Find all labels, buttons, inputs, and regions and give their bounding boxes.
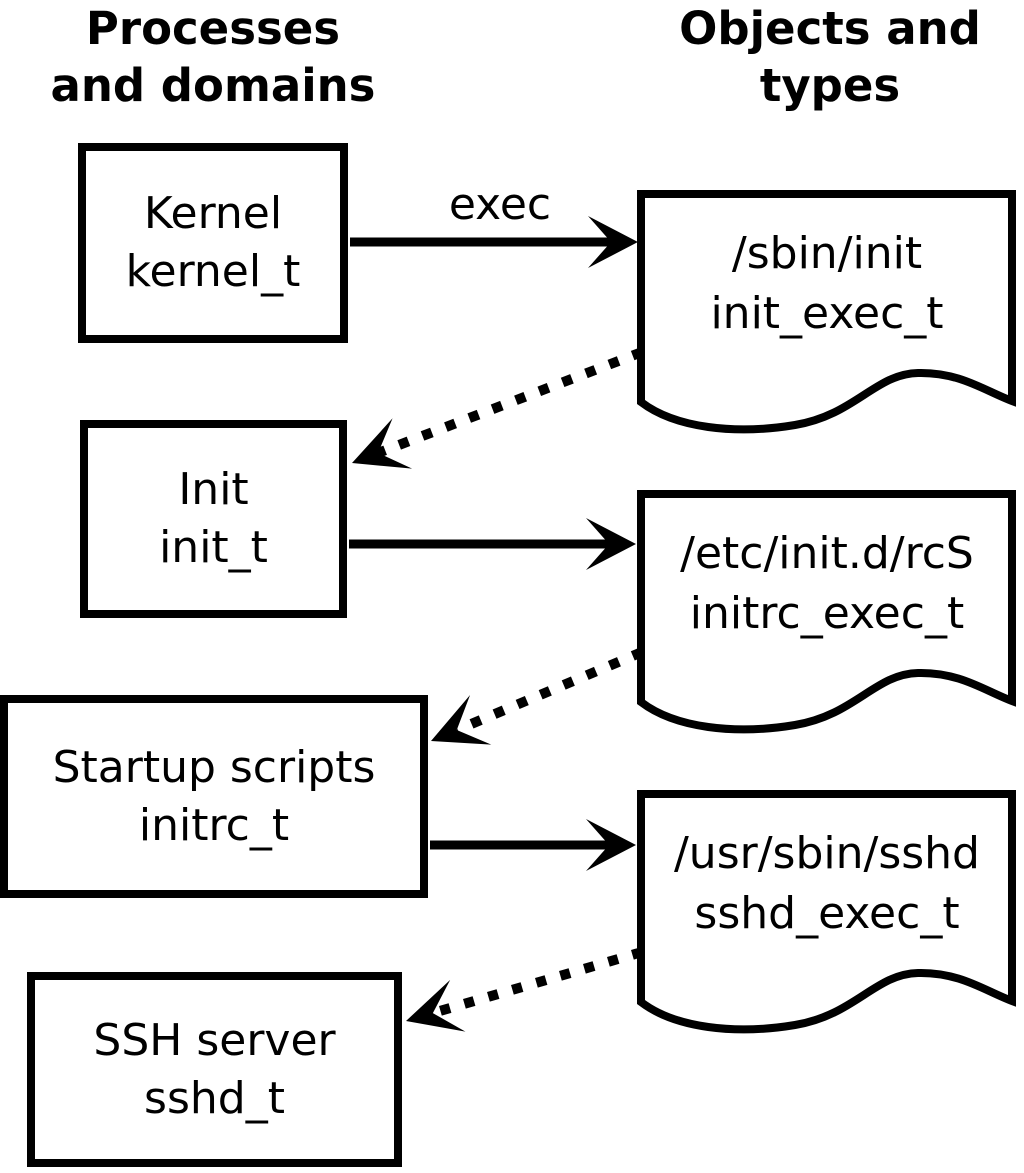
object-type: initrc_exec_t [689,588,965,639]
object-type: sshd_exec_t [694,888,960,939]
domain-label: kernel_t [125,246,301,297]
solid-arrow-startup-to-sshd [430,819,636,871]
process-label: SSH server [93,1014,336,1066]
object-path: /sbin/init [731,228,923,279]
object-path: /etc/init.d/rcS [680,528,974,579]
object-doc-etc-initd-rcs: /etc/init.d/rcS initrc_exec_t [645,496,1009,672]
process-box-init: Init init_t [80,420,347,618]
solid-arrow-init-to-rcs [349,518,636,570]
object-doc-sbin-init: /sbin/init init_exec_t [645,196,1009,372]
process-box-kernel: Kernel kernel_t [78,143,348,343]
process-label: Init [178,464,249,515]
process-label: Kernel [143,188,283,239]
column-heading-objects-and-types: Objects and types [679,2,981,112]
process-label: Startup scripts [52,741,376,793]
column-heading-processes-and-domains: Processes and domains [50,2,376,112]
dotted-arrow-rcs-to-startup [420,647,644,766]
dotted-arrow-sshd-to-sshserver [398,947,644,1047]
domain-label: sshd_t [144,1072,285,1124]
exec-arrow-label: exec [448,179,552,230]
object-path: /usr/sbin/sshd [673,828,980,879]
dotted-arrow-sbin-init-to-init [342,347,644,489]
process-box-ssh-server: SSH server sshd_t [27,972,402,1167]
object-type: init_exec_t [710,288,944,339]
process-box-startup-scripts: Startup scripts initrc_t [0,695,428,898]
solid-arrow-kernel-to-sbin-init [350,216,638,268]
domain-label: initrc_t [138,799,290,851]
object-doc-usr-sbin-sshd: /usr/sbin/sshd sshd_exec_t [645,796,1009,972]
domain-label: init_t [159,522,268,573]
